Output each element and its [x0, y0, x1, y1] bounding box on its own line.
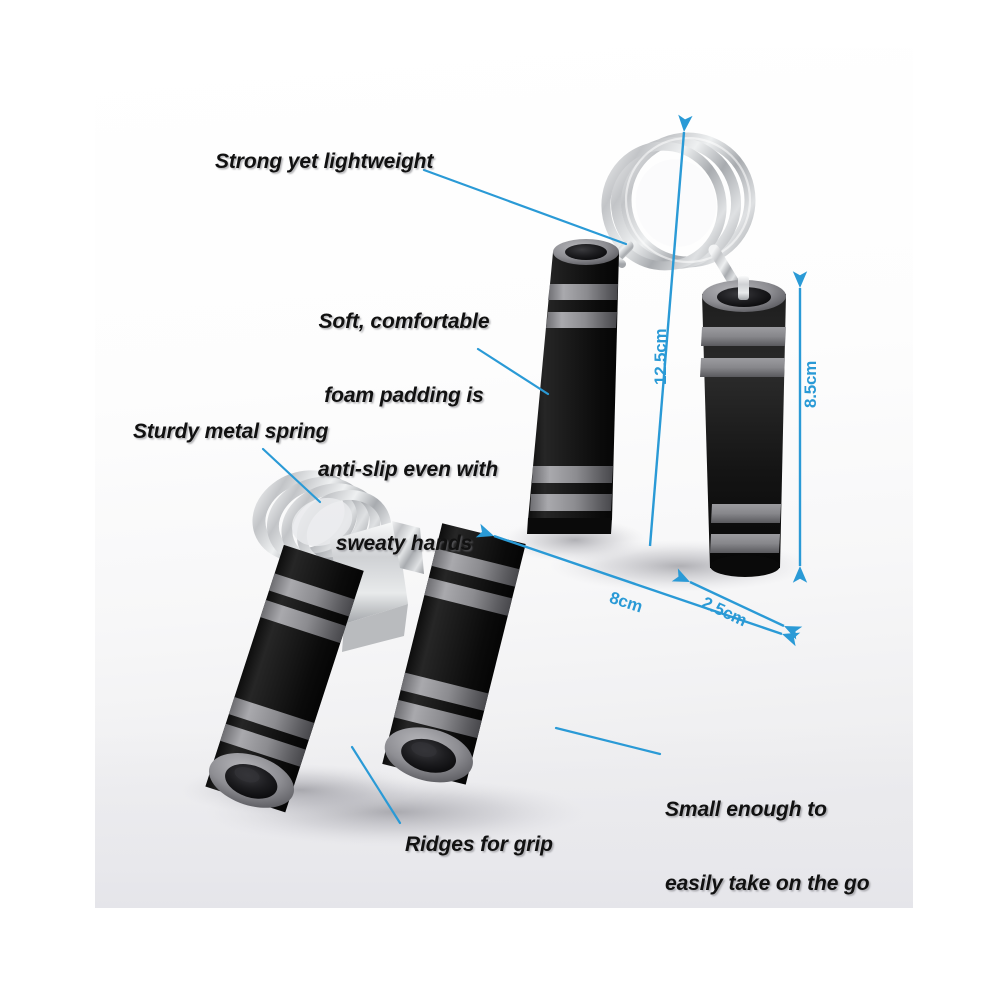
- callout-foam-padding-line-3: anti-slip even with: [318, 458, 499, 482]
- callout-foam-padding-line-2: foam padding is: [324, 383, 484, 407]
- leader-foam-padding: [476, 347, 550, 396]
- handle-back-left: [527, 239, 619, 534]
- handle-front-left: [205, 544, 364, 813]
- spring-coil-back: [601, 132, 756, 271]
- callout-small-enough-line-2: easily take on the go: [665, 871, 870, 895]
- leader-small-enough: [554, 726, 662, 756]
- callout-small-enough: Small enough to easily take on the go: [665, 748, 870, 946]
- callout-foam-padding-line-4: sweaty hands: [335, 532, 473, 556]
- callout-sturdy-metal-spring: Sturdy metal spring: [133, 420, 329, 443]
- dimline-2-5cm: [671, 568, 803, 640]
- gripper-back-unit: [527, 132, 786, 577]
- leader-sturdy-metal-spring: [261, 447, 322, 504]
- callout-ridges-for-grip: Ridges for grip: [405, 833, 553, 856]
- handle-back-right: [700, 276, 786, 577]
- dimline-12-5cm: [648, 114, 693, 547]
- callout-foam-padding: Soft, comfortable foam padding is anti-s…: [318, 260, 499, 607]
- callout-strong-yet-lightweight: Strong yet lightweight: [215, 150, 434, 173]
- dimension-label-height-8-5cm: 8.5cm: [801, 360, 820, 408]
- leader-ridges-for-grip: [350, 745, 402, 825]
- dimension-label-height-12-5cm: 12.5cm: [651, 328, 670, 385]
- leader-strong-yet-lightweight: [422, 168, 628, 246]
- callout-foam-padding-line-1: Soft, comfortable: [318, 309, 490, 333]
- dimension-lines: [475, 114, 808, 647]
- callout-leader-lines: [261, 168, 662, 825]
- callout-small-enough-line-1: Small enough to: [665, 797, 827, 821]
